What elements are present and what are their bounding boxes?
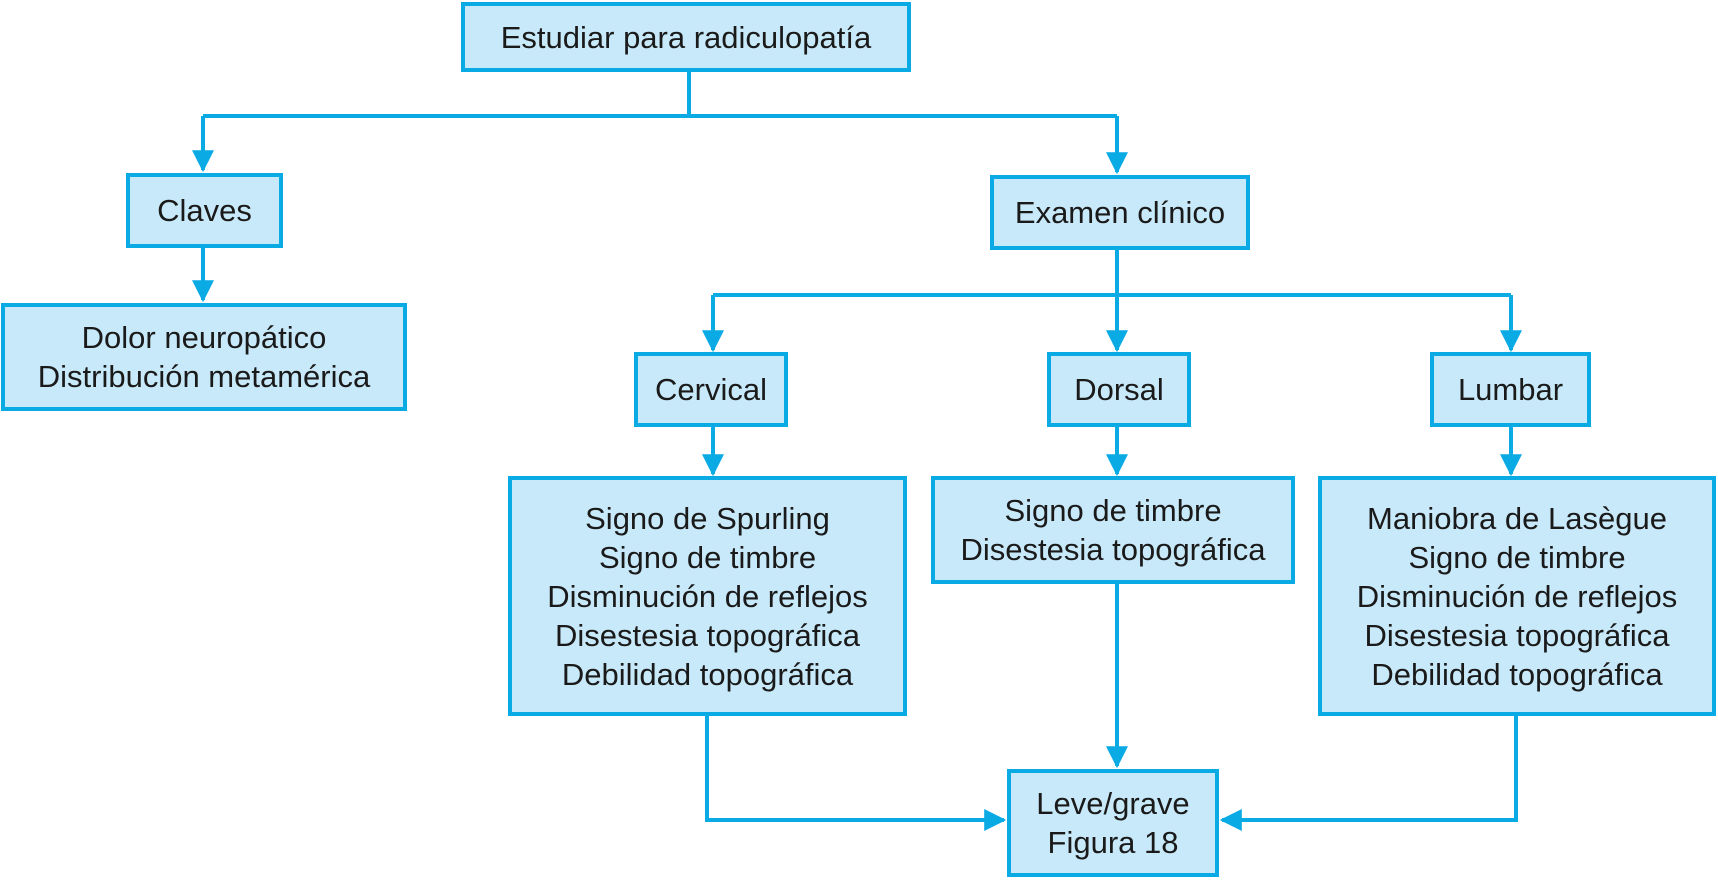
dorsal-line: Dorsal bbox=[1074, 372, 1164, 407]
lumbar-detail-line: Disminución de reflejos bbox=[1356, 578, 1678, 614]
cervical-detail-line: Signo de Spurling bbox=[585, 500, 830, 536]
lumbar-detail-line: Maniobra de Lasègue bbox=[1367, 500, 1667, 536]
examen-line: Examen clínico bbox=[1014, 195, 1226, 230]
result-line: Figura 18 bbox=[1047, 825, 1179, 860]
dorsal-detail-line: Signo de timbre bbox=[1004, 493, 1222, 528]
root-line: Estudiar para radiculopatía bbox=[500, 19, 872, 55]
lumbar-line: Lumbar bbox=[1457, 372, 1564, 407]
result-line: Leve/grave bbox=[1036, 786, 1190, 821]
node-examen: Examen clínico bbox=[990, 175, 1250, 250]
node-cervical: Cervical bbox=[634, 352, 788, 427]
claves-detail-line: Distribución metamérica bbox=[37, 359, 371, 394]
lumbar-detail-line: Signo de timbre bbox=[1408, 539, 1626, 575]
dorsal-detail-line: Disestesia topográfica bbox=[960, 532, 1266, 567]
cervical-detail-line: Disestesia topográfica bbox=[555, 617, 860, 653]
node-lumbar: Lumbar bbox=[1430, 352, 1591, 427]
claves-detail-line: Dolor neuropático bbox=[81, 320, 327, 355]
cervical-detail-line: Debilidad topográfica bbox=[561, 656, 854, 692]
node-root: Estudiar para radiculopatía bbox=[461, 2, 911, 72]
cervical-detail-line: Disminución de reflejos bbox=[547, 578, 868, 614]
cervical-detail-line: Signo de timbre bbox=[598, 539, 817, 575]
cervical-line: Cervical bbox=[655, 372, 767, 407]
arrow-lumbar-to-result bbox=[1219, 716, 1518, 831]
node-dorsal: Dorsal bbox=[1047, 352, 1191, 427]
claves-line: Claves bbox=[157, 193, 252, 228]
node-claves: Claves bbox=[126, 173, 283, 248]
arrow-cervical-to-result bbox=[705, 716, 1007, 831]
lumbar-detail-line: Debilidad topográfica bbox=[1371, 656, 1663, 692]
lumbar-detail-line: Disestesia topográfica bbox=[1364, 617, 1670, 653]
